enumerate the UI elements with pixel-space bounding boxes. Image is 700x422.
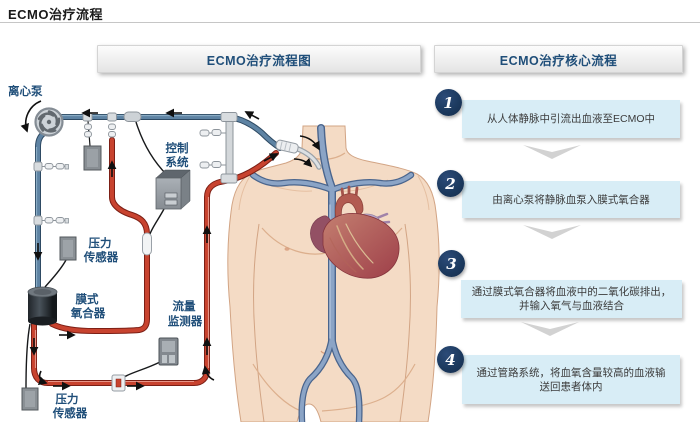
stopcock-connectors <box>33 111 238 226</box>
flow-monitor-label-line1: 流量 <box>173 299 196 313</box>
pressure-sensor-top-icon <box>44 236 77 288</box>
step-3-number-badge: 3 <box>438 250 465 277</box>
step-1-box: 从人体静脉中引流出血液至ECMO中 <box>462 100 680 138</box>
cannula <box>275 139 322 170</box>
chevron-down-icon <box>521 322 579 336</box>
oxygenator-label-line2: 氧合器 <box>70 306 106 320</box>
control-system-icon <box>135 121 191 235</box>
pressure-sensor-bottom-label-line2: 传感器 <box>52 406 88 420</box>
step-1-number-badge: 1 <box>435 89 462 116</box>
pressure-sensor-bottom-label-line1: 压力 <box>56 392 79 406</box>
chevron-down-icon <box>523 145 581 159</box>
step-4-text-line2: 送回患者体内 <box>539 380 603 393</box>
centrifugal-pump-icon <box>20 100 64 137</box>
step-4-box: 通过管路系统，将血氧含量较高的血液输 送回患者体内 <box>462 355 680 404</box>
step-3-text-line2: 并输入氧气与血液结合 <box>519 300 624 312</box>
title-divider <box>0 22 700 23</box>
step-1-text: 从人体静脉中引流出血液至ECMO中 <box>487 113 655 125</box>
control-system-label-line2: 系统 <box>166 155 189 169</box>
step-2-box: 由离心泵将静脉血泵入膜式氧合器 <box>462 181 680 218</box>
step-4-text-line1: 通过管路系统，将血氧含量较高的血液输 <box>476 366 666 379</box>
step-4-number-badge: 4 <box>437 346 464 373</box>
membrane-oxygenator-icon <box>27 286 58 326</box>
diagram-labels: 离心泵 控制 系统 压力 传感器 膜式 氧合器 流量 监测器 压力 传感器 <box>8 84 203 420</box>
pressure-sensor-top-label-line1: 压力 <box>89 236 112 250</box>
page-title: ECMO治疗流程 <box>8 7 104 22</box>
flow-monitor-icon <box>111 337 179 392</box>
heart-illustration <box>310 185 400 279</box>
control-system-label-line1: 控制 <box>166 141 189 155</box>
flow-monitor-label-line2: 监测器 <box>168 314 203 328</box>
left-panel-header: ECMO治疗流程图 <box>97 45 421 73</box>
chevron-down-icon <box>523 225 581 239</box>
right-panel-header: ECMO治疗核心流程 <box>434 45 683 73</box>
step-3-box: 通过膜式氧合器将血液中的二氧化碳排出， 并输入氧气与血液结合 <box>461 280 682 318</box>
pressure-sensor-bottom-icon <box>21 323 39 411</box>
step-3-text-line1: 通过膜式氧合器将血液中的二氧化碳排出， <box>471 286 672 298</box>
blood-vessels <box>249 124 415 422</box>
flow-arrows <box>29 108 320 391</box>
pressure-sensor-top-label-line2: 传感器 <box>83 250 119 264</box>
pump-label: 离心泵 <box>8 84 43 98</box>
step-2-text: 由离心泵将静脉血泵入膜式氧合器 <box>492 193 650 206</box>
step-2-number-badge: 2 <box>437 170 464 197</box>
ecmo-circuit-diagram: 离心泵 控制 系统 压力 传感器 膜式 氧合器 流量 监测器 压力 传感器 <box>8 84 440 422</box>
oxygenator-label-line1: 膜式 <box>76 292 99 306</box>
inline-sensor-icon <box>142 232 152 256</box>
